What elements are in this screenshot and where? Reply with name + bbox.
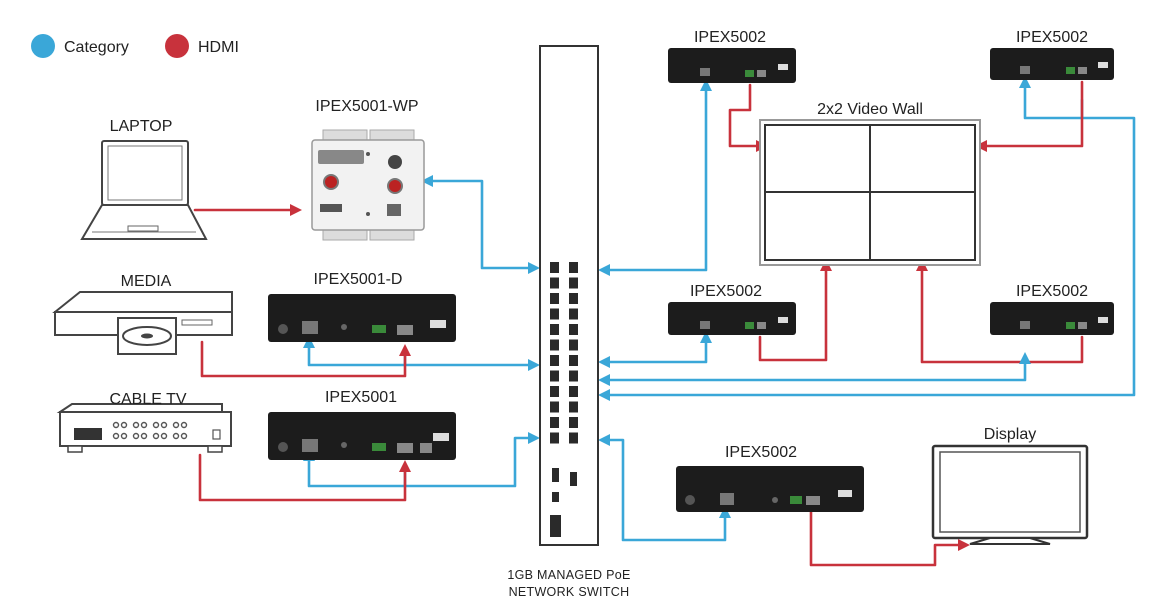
switch-label-line2: NETWORK SWITCH <box>509 585 630 599</box>
cable-enc-switch <box>307 436 534 488</box>
switch-port <box>569 339 578 351</box>
decoder-mid-right-label: IPEX5002 <box>1016 283 1088 300</box>
switch-port <box>550 324 559 335</box>
category-cables <box>307 80 1136 542</box>
media-label: MEDIA <box>121 273 172 290</box>
desktop-encoder-d-label: IPEX5001-D <box>314 271 403 288</box>
switch-port <box>569 432 578 444</box>
hdmi-decml-wall <box>758 263 828 362</box>
wallplate-encoder-label: IPEX5001-WP <box>315 98 418 115</box>
network-switch <box>539 45 599 546</box>
video-wall <box>759 119 981 266</box>
decoder-bottom-label: IPEX5002 <box>725 444 797 461</box>
arrow-laptop-wp <box>290 204 302 216</box>
cable-tv-label: CABLE TV <box>109 391 186 408</box>
switch-port <box>550 308 559 320</box>
arrow-decmr-up <box>1019 352 1031 364</box>
video-wall-label: 2x2 Video Wall <box>817 101 923 118</box>
arrow-sw-b <box>598 434 610 446</box>
media-player-icon <box>52 291 233 355</box>
decoder-top-left <box>668 48 796 83</box>
decoder-mid-left <box>668 302 796 335</box>
legend-category-swatch <box>31 34 55 58</box>
cable-switch-dec-tr <box>604 80 1136 397</box>
switch-port <box>550 370 559 382</box>
arrow-sw-mr <box>598 374 610 386</box>
legend-hdmi-label: HDMI <box>198 39 239 56</box>
switch-label-line1: 1GB MANAGED PoE <box>507 568 630 582</box>
hdmi-dectl-wall <box>728 83 762 148</box>
decoder-top-right <box>990 48 1114 80</box>
arrow-display <box>958 539 970 551</box>
switch-port <box>569 293 578 304</box>
laptop-label: LAPTOP <box>110 118 173 135</box>
arrow-sw-tr <box>598 389 610 401</box>
cable-switch-dec-mr <box>604 356 1027 382</box>
cable-switch-dec-b <box>604 438 727 542</box>
decoder-mid-right <box>990 302 1114 335</box>
arrow-dectr-up <box>1019 76 1031 88</box>
switch-port <box>550 277 559 289</box>
arrow-sw-ml <box>598 356 610 368</box>
switch-port <box>550 386 559 397</box>
switch-port <box>550 355 559 366</box>
arrow-wp-in <box>421 175 433 187</box>
desktop-encoder <box>268 412 456 460</box>
decoder-mid-left-label: IPEX5002 <box>690 283 762 300</box>
arrow-sw-wp <box>528 262 540 274</box>
switch-port <box>569 386 578 397</box>
switch-port <box>569 370 578 382</box>
hdmi-decmr-wall <box>920 263 1084 364</box>
legend: Category HDMI <box>31 34 239 58</box>
switch-port <box>550 262 559 273</box>
cable-box-icon <box>56 403 232 453</box>
arrow-dectl-up <box>700 79 712 91</box>
arrow-sw-d <box>528 359 540 371</box>
cable-switch-dec-ml <box>604 335 708 364</box>
cable-wp-switch <box>428 179 534 270</box>
switch-port <box>569 308 578 320</box>
arrow-decml-up <box>700 331 712 343</box>
switch-port <box>569 401 578 413</box>
switch-port <box>550 293 559 304</box>
switch-port <box>569 324 578 335</box>
decoder-bottom <box>676 466 864 512</box>
switch-port <box>550 339 559 351</box>
desktop-encoder-d <box>268 294 456 342</box>
switch-port <box>569 277 578 289</box>
switch-port <box>569 417 578 428</box>
legend-hdmi-swatch <box>165 34 189 58</box>
hdmi-decb-display <box>809 510 964 567</box>
decoder-top-right-label: IPEX5002 <box>1016 29 1088 46</box>
arrow-media-d <box>399 344 411 356</box>
hdmi-cable-enc <box>198 453 407 502</box>
switch-port <box>550 432 559 444</box>
display-label: Display <box>984 426 1036 443</box>
laptop-icon <box>80 140 208 240</box>
arrow-sw-tl <box>598 264 610 276</box>
switch-port <box>569 355 578 366</box>
desktop-encoder-label: IPEX5001 <box>325 389 397 406</box>
monitor-icon <box>931 444 1089 545</box>
hdmi-dectr-wall <box>981 80 1084 148</box>
cable-d-switch <box>307 340 534 367</box>
switch-port <box>550 401 559 413</box>
arrow-sw-enc <box>528 432 540 444</box>
hdmi-cables <box>193 80 1084 567</box>
switch-port <box>569 262 578 273</box>
switch-port <box>550 417 559 428</box>
wallplate-encoder <box>311 129 425 241</box>
arrow-cable-enc <box>399 460 411 472</box>
legend-category-label: Category <box>64 39 129 56</box>
hdmi-media-d <box>200 340 407 378</box>
decoder-top-left-label: IPEX5002 <box>694 29 766 46</box>
cable-switch-dec-tl <box>604 83 708 272</box>
